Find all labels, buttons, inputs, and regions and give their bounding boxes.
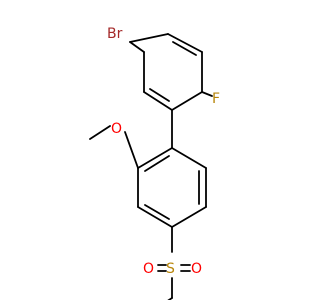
- sulfur-label: S: [166, 261, 175, 277]
- c-br-bond: [129, 41, 145, 53]
- upper-ring: [129, 33, 203, 111]
- c-o-methoxy-bond: [124, 131, 139, 169]
- lower-ring: [137, 147, 207, 228]
- bromine-label: Br: [107, 26, 123, 42]
- methoxy-oxygen-label: O: [111, 121, 122, 137]
- sulfonyl-oxygen-left-label: O: [143, 261, 154, 277]
- fluorine-label: F: [212, 91, 220, 107]
- sulfonyl-oxygen-right-label: O: [191, 261, 202, 277]
- c-f-bond: [201, 91, 213, 97]
- o-methyl-bond: [89, 125, 111, 140]
- structure-diagram: Br F O S O O: [89, 26, 220, 300]
